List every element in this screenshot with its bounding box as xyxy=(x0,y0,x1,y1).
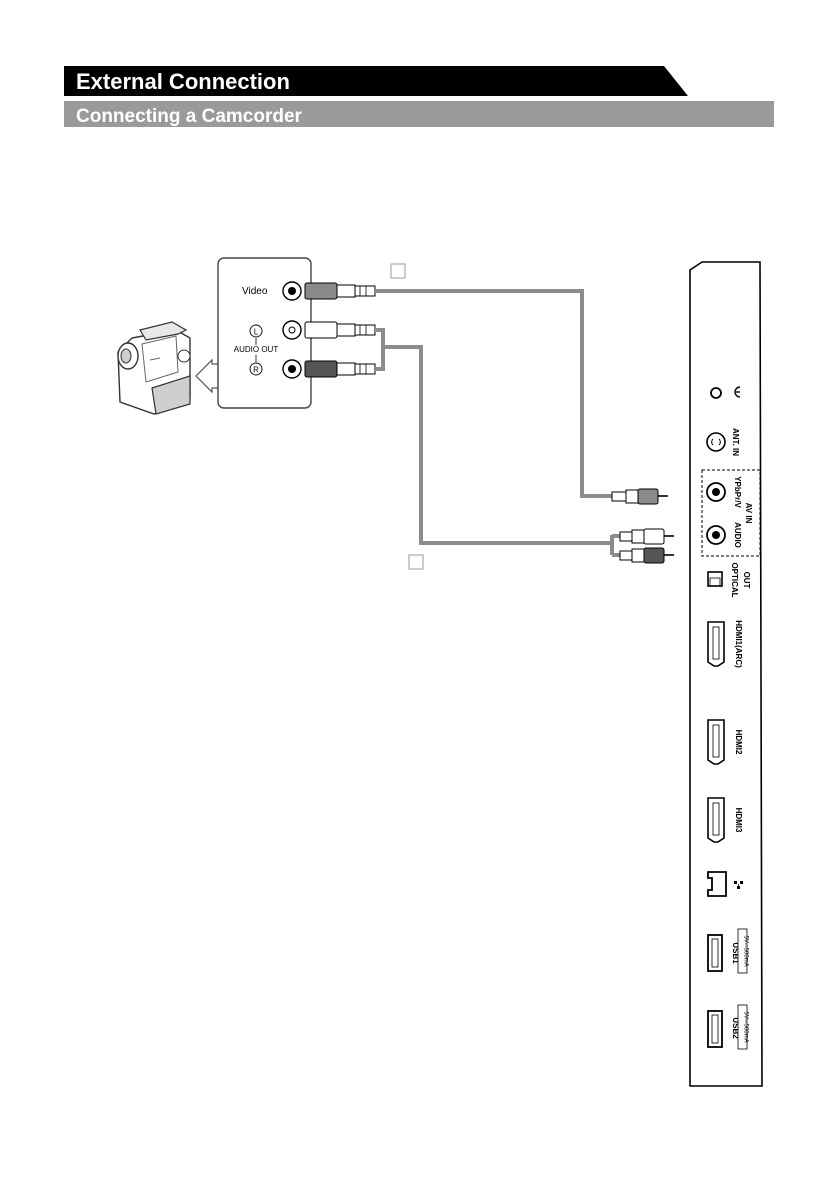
subsection-header: Connecting a Camcorder xyxy=(64,101,774,127)
antenna-jack-icon xyxy=(707,433,725,451)
rca-plug-video-tv xyxy=(612,489,668,504)
hdmi2-label: HDMI2 xyxy=(734,730,743,755)
audio-out-label: AUDIO OUT xyxy=(234,345,279,354)
rca-plug-audio-left-camcorder xyxy=(305,322,375,338)
hdmi-port-icon xyxy=(708,720,724,764)
usb2-rating: 5V⎓500mA xyxy=(743,1011,749,1042)
section-header: External Connection xyxy=(64,66,688,96)
section-title: External Connection xyxy=(76,69,290,94)
rca-plug-video-camcorder xyxy=(305,283,375,299)
ant-in-label: ANT. IN xyxy=(731,428,740,456)
cable-label-box-audio xyxy=(409,555,423,569)
camcorder-pointer-arrow xyxy=(196,360,218,392)
subsection-title: Connecting a Camcorder xyxy=(76,106,303,127)
ypbpr-v-label: YPbPr/V xyxy=(733,476,742,508)
usb-port-icon xyxy=(708,1011,722,1047)
hdmi-port-icon xyxy=(708,798,724,842)
rca-plug-audio-right-camcorder xyxy=(305,361,375,377)
optical-label: OPTICAL xyxy=(730,562,739,597)
rca-plug-audio-left-tv xyxy=(620,529,674,544)
audio-right-label: R xyxy=(253,366,259,375)
tv-side-panel: ANT. IN YPbPr/V AUDIO AV IN OPTICAL OUT … xyxy=(690,262,762,1086)
rca-plug-audio-right-tv xyxy=(620,548,674,563)
headphone-jack xyxy=(711,388,721,398)
optical-port-icon xyxy=(708,572,722,586)
av-in-label: AV IN xyxy=(744,503,753,524)
camcorder-illustration xyxy=(118,322,190,414)
video-cable xyxy=(375,291,612,496)
hdmi3-label: HDMI3 xyxy=(734,808,743,833)
optical-out-label: OUT xyxy=(742,572,751,589)
hdmi-port-icon xyxy=(708,622,724,666)
cable-label-box-video xyxy=(391,264,405,278)
hdmi1-label: HDMI1(ARC) xyxy=(734,620,743,668)
camcorder-output-panel: Video L AUDIO OUT R xyxy=(218,258,311,408)
video-output-label: Video xyxy=(242,286,268,297)
audio-in-label: AUDIO xyxy=(733,522,742,548)
usb-port-icon xyxy=(708,935,722,971)
audio-left-label: L xyxy=(254,328,259,337)
usb1-rating: 5V⎓500mA xyxy=(743,935,749,966)
